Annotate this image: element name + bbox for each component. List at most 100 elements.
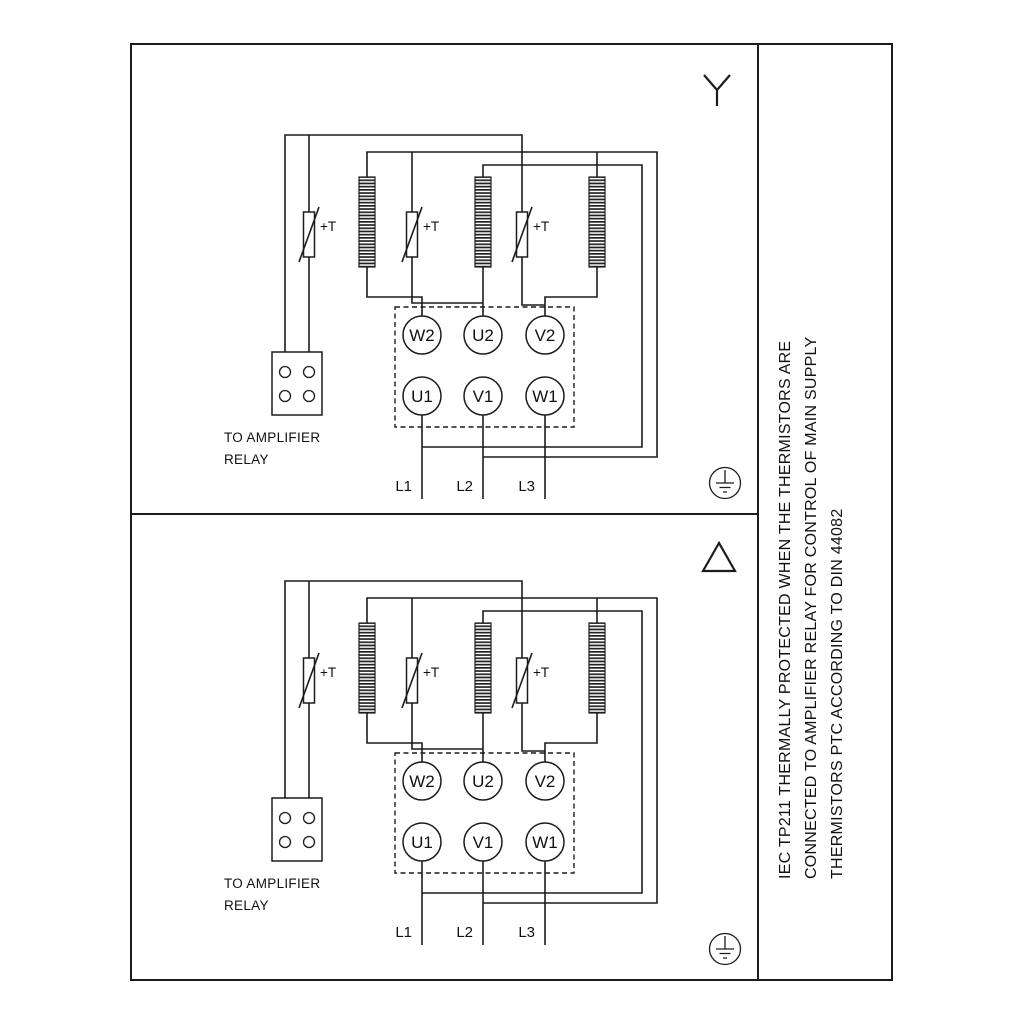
thermistor: +T — [511, 206, 549, 263]
thermistor-strike — [401, 206, 423, 263]
terminal-circle — [402, 761, 442, 801]
sidebar-divider — [757, 45, 759, 979]
relay-terminal — [278, 389, 292, 403]
terminal-u1: U1 — [402, 822, 442, 862]
relay-terminal — [278, 835, 292, 849]
relay-box — [271, 351, 323, 416]
ground-circle — [708, 466, 742, 500]
wire — [366, 597, 658, 904]
terminal-circle — [463, 822, 503, 862]
terminal-u1: U1 — [402, 376, 442, 416]
relay-terminal — [278, 365, 292, 379]
terminal-label: U2 — [472, 772, 494, 791]
supply-label-l1: L1 — [395, 478, 412, 495]
panel-divider — [132, 513, 757, 515]
relay-terminal — [302, 365, 316, 379]
thermistor: +T — [298, 652, 336, 709]
terminal-label: V2 — [535, 772, 556, 791]
ground-bars — [716, 936, 734, 959]
relay-terminal — [302, 389, 316, 403]
supply-label-l2: L2 — [456, 924, 473, 941]
wire — [422, 164, 643, 448]
terminal-label: W1 — [532, 387, 558, 406]
amplifier-relay-terminal-box — [271, 351, 323, 416]
terminal-label: W1 — [532, 833, 558, 852]
wire — [411, 257, 483, 304]
ground-circle — [708, 932, 742, 966]
note-line: THERMISTORS PTC ACCORDING TO DIN 44082 — [829, 508, 846, 879]
thermistor-label: +T — [320, 219, 336, 234]
wire — [366, 151, 658, 458]
terminal-circle — [463, 376, 503, 416]
terminal-label: U2 — [472, 326, 494, 345]
terminal-w2: W2 — [402, 315, 442, 355]
terminal-w1: W1 — [525, 376, 565, 416]
terminal-circle — [525, 761, 565, 801]
relay-terminal — [278, 811, 292, 825]
supply-label-l1: L1 — [395, 924, 412, 941]
delta-connection-panel: +T +T +T W2 — [224, 540, 742, 966]
thermistor-label: +T — [320, 665, 336, 680]
terminal-board — [394, 752, 575, 874]
wire — [521, 703, 545, 752]
terminal-label: W2 — [409, 326, 435, 345]
terminal-v2: V2 — [525, 761, 565, 801]
thermistor-label: +T — [533, 219, 549, 234]
terminal-label: V2 — [535, 326, 556, 345]
wire — [284, 134, 523, 352]
thermistor-label: +T — [423, 219, 439, 234]
supply-label-l3: L3 — [518, 924, 535, 941]
thermistor: +T — [401, 206, 439, 263]
wire — [544, 713, 598, 762]
thermistor: +T — [511, 652, 549, 709]
thermistor-strike — [511, 652, 533, 709]
delta-wiring-group: +T +T +T W2 — [224, 580, 658, 945]
thermistor-strike — [298, 652, 320, 709]
star-connection-icon — [703, 74, 731, 106]
terminal-circle — [525, 376, 565, 416]
wiring — [284, 580, 658, 945]
wire — [284, 580, 523, 798]
winding-coil — [358, 622, 376, 714]
relay-terminal — [302, 811, 316, 825]
note-line: CONNECTED TO AMPLIFIER RELAY FOR CONTROL… — [803, 336, 820, 879]
relay-box — [271, 797, 323, 862]
terminal-circle — [525, 822, 565, 862]
relay-caption: TO AMPLIFIER — [224, 876, 320, 891]
terminal-u2: U2 — [463, 315, 503, 355]
relay-caption: TO AMPLIFIER — [224, 430, 320, 445]
wire — [544, 267, 598, 316]
terminal-circle — [402, 315, 442, 355]
terminal-label: U1 — [411, 387, 433, 406]
motor-windings — [358, 622, 606, 714]
terminal-circle — [463, 761, 503, 801]
terminal-label: W2 — [409, 772, 435, 791]
thermistor-strike — [298, 206, 320, 263]
supply-label-l2: L2 — [456, 478, 473, 495]
terminal-u2: U2 — [463, 761, 503, 801]
terminal-board — [394, 306, 575, 428]
wire — [411, 703, 483, 750]
relay-terminal — [302, 835, 316, 849]
terminal-v1: V1 — [463, 822, 503, 862]
relay-caption: RELAY — [224, 452, 269, 467]
thermistor: +T — [298, 206, 336, 263]
terminal-v2: V2 — [525, 315, 565, 355]
wiring — [284, 134, 658, 499]
terminal-label: V1 — [473, 387, 494, 406]
thermistor-strike — [401, 652, 423, 709]
winding-coil — [588, 622, 606, 714]
earth-ground-icon — [708, 466, 742, 500]
thermistor-label: +T — [423, 665, 439, 680]
wire — [521, 257, 545, 306]
terminal-circle — [463, 315, 503, 355]
terminal-circle — [402, 376, 442, 416]
thermistor-label: +T — [533, 665, 549, 680]
winding-coil — [358, 176, 376, 268]
terminal-label: U1 — [411, 833, 433, 852]
terminal-w1: W1 — [525, 822, 565, 862]
terminal-label: V1 — [473, 833, 494, 852]
winding-coil — [588, 176, 606, 268]
supply-label-l3: L3 — [518, 478, 535, 495]
